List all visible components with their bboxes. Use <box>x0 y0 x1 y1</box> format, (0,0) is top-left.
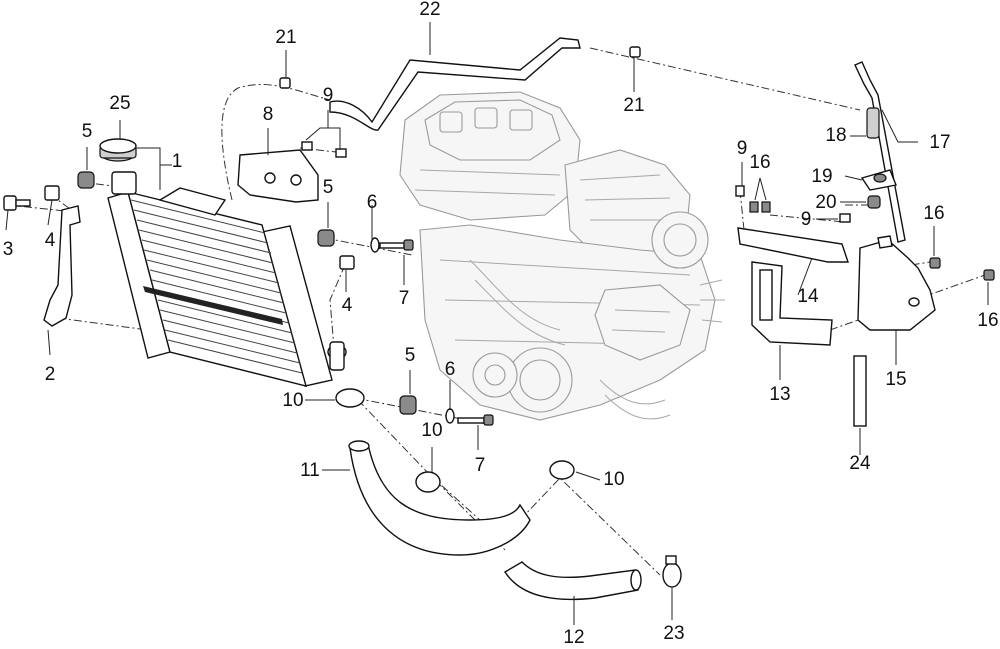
callout-10-c: 10 <box>603 469 624 490</box>
bolt-3 <box>3 195 31 211</box>
callout-11: 11 <box>300 460 320 481</box>
reservoir-15 <box>857 239 936 331</box>
tube-24 <box>853 355 867 427</box>
callout-9-right-a: 9 <box>737 138 748 159</box>
callout-6-lower: 6 <box>445 359 456 380</box>
callout-10-a: 10 <box>282 390 303 411</box>
fitting-18 <box>866 107 880 139</box>
callout-16-right: 16 <box>977 310 998 331</box>
screw-9-right-b <box>839 213 851 223</box>
washer-6-lower <box>445 408 455 424</box>
callout-5-lower: 5 <box>405 345 416 366</box>
callout-16-mid: 16 <box>923 203 944 224</box>
callout-13: 13 <box>769 384 790 405</box>
grommet-5-lower <box>399 395 417 415</box>
screws-16-pair <box>749 201 771 213</box>
callout-14: 14 <box>797 286 819 307</box>
callout-21-left: 21 <box>275 27 296 48</box>
callout-17: 17 <box>929 132 950 153</box>
callout-1: 1 <box>172 151 183 172</box>
hose-11 <box>349 443 531 556</box>
callout-6-upper: 6 <box>367 192 378 213</box>
clamp-23 <box>662 562 682 588</box>
screw-16-mid <box>929 257 941 269</box>
callout-8: 8 <box>263 104 274 125</box>
bolt-7-lower <box>457 414 494 426</box>
callout-9-top: 9 <box>323 85 334 106</box>
screws-9-top <box>301 141 347 158</box>
radiator <box>107 171 347 387</box>
collar-4-mid <box>339 255 355 270</box>
callout-5-top: 5 <box>82 121 93 142</box>
callout-19: 19 <box>811 166 832 187</box>
collar-4-left <box>44 185 60 201</box>
callout-22: 22 <box>419 0 440 20</box>
radiator-bracket <box>43 205 81 327</box>
grommet-5-top <box>77 171 95 189</box>
callout-labels: 1 2 3 4 4 5 5 5 6 6 7 7 8 9 9 9 10 10 10… <box>3 0 999 648</box>
callout-16-pair: 16 <box>749 152 770 173</box>
callout-5-mid: 5 <box>323 177 334 198</box>
clamp-10-a <box>335 388 365 408</box>
radiator-fins <box>130 199 303 374</box>
grommet-20 <box>867 195 881 209</box>
callout-15: 15 <box>885 369 906 390</box>
callout-9-right-b: 9 <box>801 209 812 230</box>
callout-18: 18 <box>825 125 846 146</box>
clip-21-right <box>629 46 641 58</box>
clip-21-left <box>279 77 291 89</box>
bracket-14 <box>737 227 849 263</box>
callout-25: 25 <box>109 93 130 114</box>
leader-lines <box>5 22 989 625</box>
radiator-cap-25 <box>99 138 137 162</box>
callout-3: 3 <box>3 239 14 260</box>
screw-9-right-a <box>735 185 745 197</box>
callout-7-lower: 7 <box>475 455 486 476</box>
callout-10-b: 10 <box>421 420 442 441</box>
callout-7-upper: 7 <box>399 288 410 309</box>
callout-24: 24 <box>849 453 871 474</box>
callout-12: 12 <box>563 627 584 648</box>
clamp-10-b <box>415 471 441 493</box>
hose-22 <box>329 37 581 131</box>
engine-illustration <box>399 91 725 421</box>
callout-20: 20 <box>815 192 836 213</box>
hose-17 <box>854 61 906 243</box>
clamp-10-c <box>549 460 575 480</box>
callout-4-left: 4 <box>45 230 56 251</box>
bolt-7-upper <box>379 239 414 251</box>
washer-6-upper <box>370 237 380 253</box>
grommet-5-mid <box>317 229 335 247</box>
callout-2: 2 <box>45 364 56 385</box>
hose-12 <box>504 561 639 601</box>
callout-23: 23 <box>663 623 684 644</box>
screw-16-right <box>983 269 995 281</box>
callout-4-mid: 4 <box>342 295 353 316</box>
radiator-cover-8 <box>237 149 319 203</box>
callout-21-right: 21 <box>623 95 644 116</box>
